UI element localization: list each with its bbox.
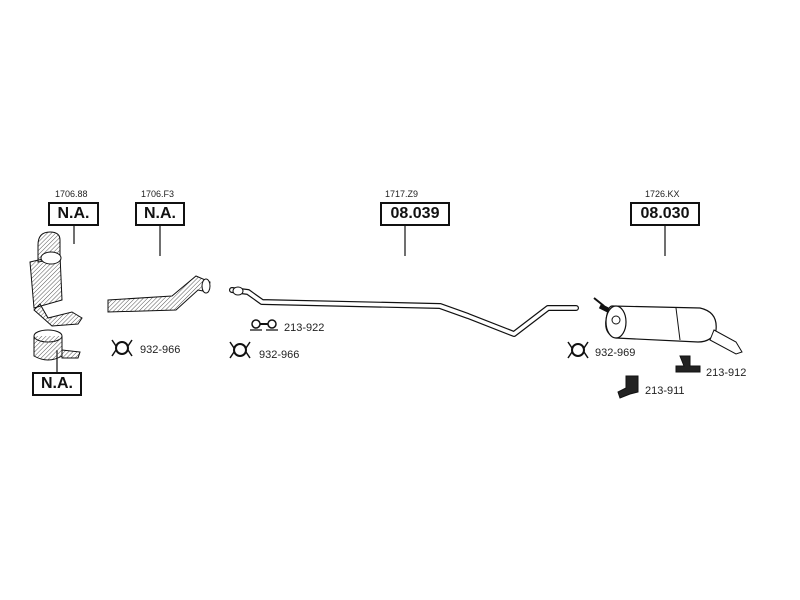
part-number-box[interactable]: 08.039 [380, 202, 450, 226]
front-pipe-drawing [107, 275, 211, 313]
part-ref-label: 1706.F3 [141, 189, 175, 199]
heat-shield-drawing [33, 329, 81, 361]
clamp-icon [111, 339, 133, 357]
accessory-code[interactable]: 932-966 [259, 349, 300, 361]
part-number-box[interactable]: N.A. [32, 372, 82, 396]
accessory-code[interactable]: 932-969 [595, 347, 636, 359]
accessory-code[interactable]: 213-911 [645, 385, 685, 397]
rubber-mount-icon [250, 319, 278, 331]
hanger-bracket-icon [617, 375, 639, 399]
catalytic-converter-drawing [29, 231, 83, 327]
part-number-box[interactable]: 08.030 [630, 202, 700, 226]
accessory-code[interactable]: 213-912 [706, 367, 747, 379]
intermediate-pipe-drawing [229, 286, 579, 337]
hanger-bracket-icon [675, 355, 701, 373]
accessory-code[interactable]: 932-966 [140, 344, 181, 356]
part-number-box[interactable]: N.A. [48, 202, 99, 226]
part-number-box[interactable]: N.A. [135, 202, 185, 226]
accessory-code[interactable]: 213-922 [284, 322, 325, 334]
clamp-icon [229, 341, 251, 359]
part-ref-label: 1726.KX [645, 189, 680, 199]
part-ref-label: 1706.88 [55, 189, 88, 199]
rear-silencer-drawing [593, 297, 743, 355]
clamp-icon [567, 341, 589, 359]
part-ref-label: 1717.Z9 [385, 189, 419, 199]
